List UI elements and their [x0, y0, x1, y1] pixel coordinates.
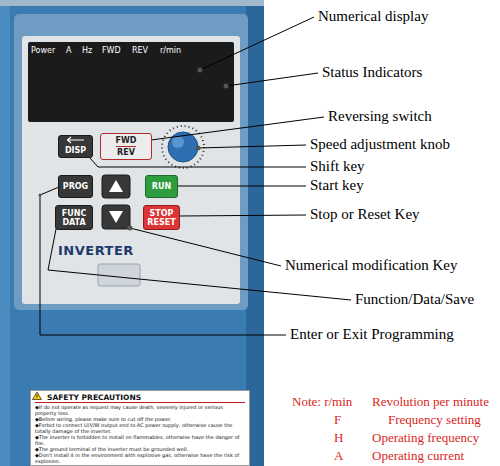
knob-highlight [172, 136, 184, 148]
callout-label: Status Indicators [322, 64, 422, 81]
callout-label: Shift key [310, 158, 365, 175]
key-label: FUNC [62, 209, 87, 218]
leader-dots [39, 68, 229, 231]
note-term: A [334, 448, 343, 463]
safety-item: ◆Before wiring, please make sure to cut … [35, 416, 245, 422]
callout-label: Start key [310, 177, 364, 194]
brand-label: INVERTER [58, 243, 134, 258]
callout-label: Numerical modification Key [285, 257, 457, 274]
leader-line [151, 117, 324, 140]
note-term: Note: r/min [292, 394, 352, 409]
callout-label: Speed adjustment knob [310, 136, 450, 153]
safety-item: ◆Forbid to connect U/V/W output end to A… [35, 422, 245, 434]
panel-tab [98, 264, 140, 286]
note-term: F [334, 412, 341, 427]
stop-reset-key: STOPRESET [143, 205, 180, 230]
speed-knob [168, 132, 198, 162]
key-label: PROG [63, 182, 88, 191]
key-label: DISP [65, 146, 86, 155]
key-label: DATA [62, 218, 85, 227]
panel-face [22, 36, 240, 304]
safety-item: ◆If do not operate as request may cause … [35, 404, 245, 416]
leader-line [226, 73, 318, 86]
status-indicator: r/min [160, 46, 181, 56]
note-meaning: Frequency setting [388, 412, 481, 427]
safety-label: SAFETY PRECAUTIONS◆If do not operate as … [30, 390, 250, 466]
key-label: REV [117, 148, 135, 157]
key-label: RESET [147, 218, 175, 227]
func-data-key: FUNCDATA [55, 205, 93, 230]
display-window [28, 42, 234, 122]
shift-key: DISP [58, 135, 93, 158]
leader-lines [40, 17, 351, 335]
safety-item: ◆The inverter is forbidden to install on… [35, 434, 245, 446]
housing-top [0, 0, 264, 6]
safety-item: ◆Don't install it in the environment wit… [35, 452, 245, 464]
leader-line [40, 187, 286, 335]
up-arrow [109, 180, 123, 192]
leader-line [178, 186, 306, 187]
safety-item: ◆The ground terminal of the inverter mus… [35, 446, 245, 452]
callout-label: Stop or Reset Key [310, 206, 420, 223]
note-term: H [334, 430, 343, 445]
run-key: RUN [145, 175, 178, 198]
callout-label: Numerical display [318, 8, 428, 25]
up-key [102, 175, 130, 198]
leader-dot [196, 146, 201, 151]
knob-scale [162, 126, 204, 168]
leader-dot [224, 84, 229, 89]
callout-label: Enter or Exit Programming [290, 326, 454, 343]
leader-line [130, 228, 281, 266]
note-meaning: Operating current [372, 448, 464, 463]
status-indicator: Power [31, 46, 55, 56]
status-indicator: FWD [102, 46, 121, 56]
leader-line [198, 145, 306, 148]
leader-line [180, 215, 306, 216]
callout-label: Function/Data/Save [355, 291, 474, 308]
leader-line [200, 17, 314, 70]
down-arrow [109, 211, 123, 223]
down-key [102, 205, 130, 229]
note-meaning: Revolution per minute [372, 394, 489, 409]
key-label: STOP [150, 209, 174, 218]
warning-triangle [33, 392, 42, 400]
leader-dot [128, 226, 133, 231]
shift-arrow [68, 137, 85, 143]
reverse-switch: FWDREV [100, 133, 152, 160]
safety-heading: SAFETY PRECAUTIONS [35, 393, 245, 403]
status-indicator: REV [132, 46, 148, 56]
status-indicator: A [66, 46, 71, 56]
prog-key: PROG [58, 175, 93, 198]
key-label: FWD [116, 136, 137, 147]
leader-dot [39, 194, 42, 197]
housing-left [0, 6, 10, 466]
leader-dot [198, 68, 203, 73]
status-indicator: Hz [82, 46, 92, 56]
callout-label: Reversing switch [328, 108, 432, 125]
note-meaning: Operating frequency [372, 430, 479, 445]
key-label: RUN [152, 182, 171, 191]
warning-mark [37, 395, 38, 398]
